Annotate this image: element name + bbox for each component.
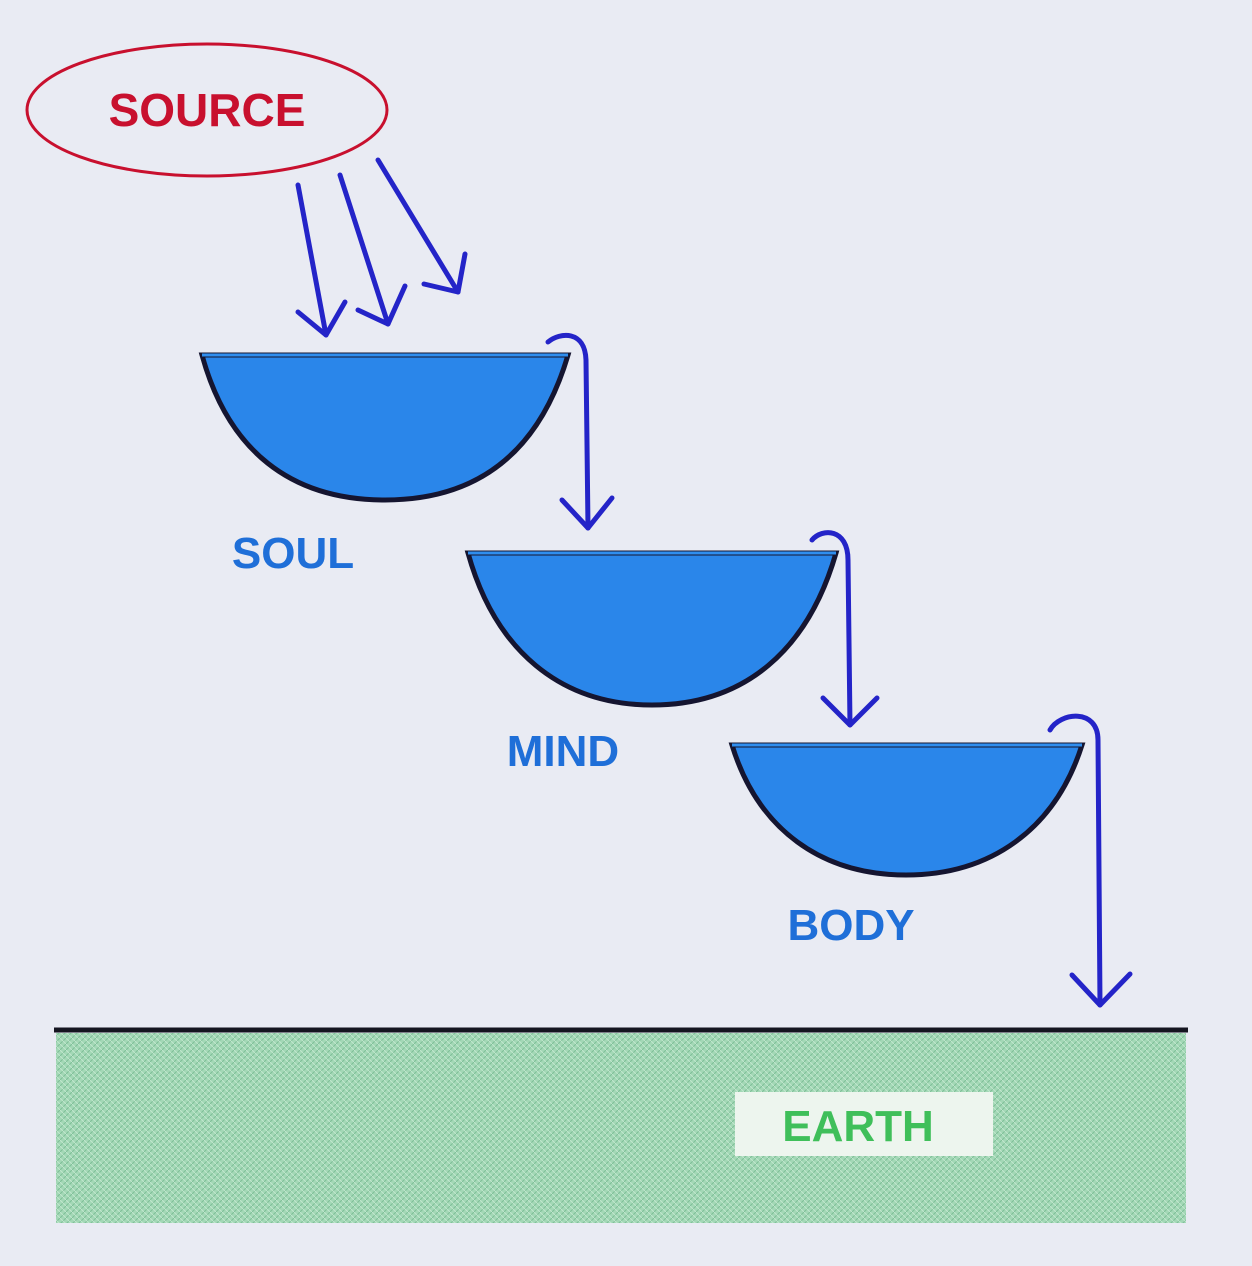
soul-label: SOUL — [232, 529, 354, 578]
arrow-icon — [375, 157, 461, 295]
arrow-icon — [295, 182, 329, 338]
mind-label: MIND — [507, 727, 619, 776]
overflow-arrow-mind-to-body — [809, 530, 853, 728]
earth-label-box — [735, 1092, 993, 1156]
bowl-body — [728, 742, 1086, 878]
arrow-icon — [337, 172, 391, 327]
source-label: SOURCE — [109, 84, 306, 136]
earth-ground: EARTH — [54, 1027, 1188, 1223]
earth-label: EARTH — [782, 1102, 934, 1151]
bowl-mind — [464, 550, 840, 708]
body-label: BODY — [787, 901, 914, 950]
overflow-arrow-soul-to-mind — [545, 333, 591, 531]
bowl-soul — [198, 352, 572, 503]
overflow-arrow-body-to-earth — [1047, 713, 1103, 1008]
overflow-arrows — [545, 333, 1133, 1008]
source-arrows — [295, 157, 468, 338]
source-node: SOURCE — [25, 42, 389, 178]
